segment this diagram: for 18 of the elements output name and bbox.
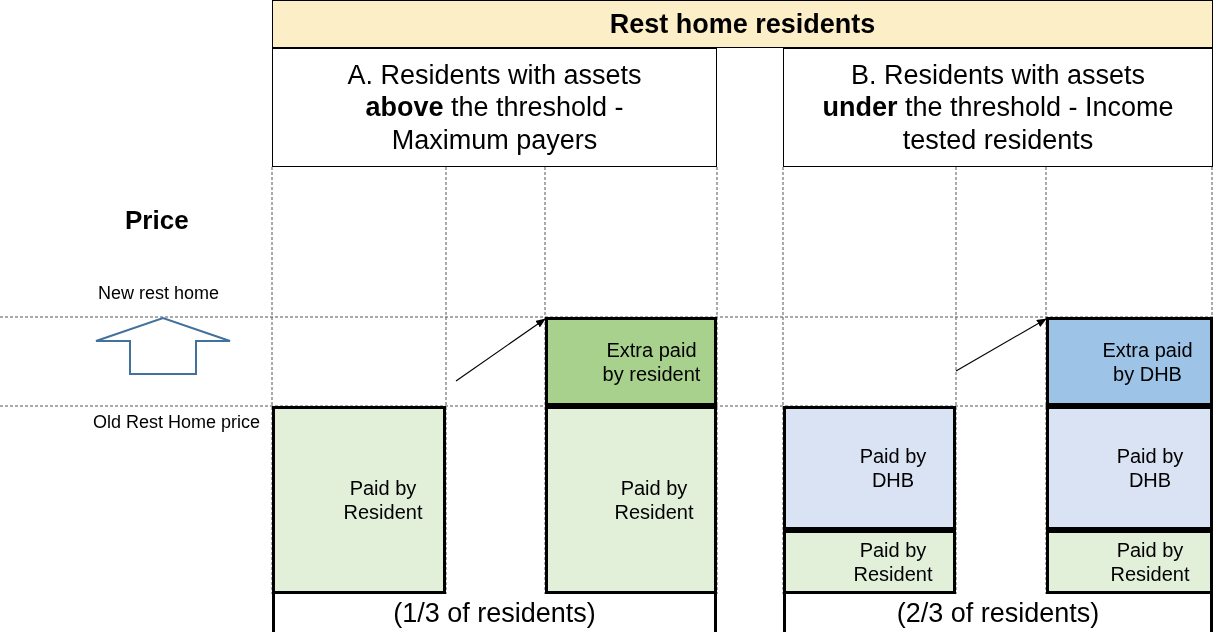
bar-segment: Paid by Resident (783, 530, 956, 594)
bar-segment: Paid by DHB (783, 406, 956, 530)
group-header: A. Residents with assets above the threshold - Maximum payers (272, 48, 717, 167)
group-header: B. Residents with assets under the threshold - Income tested residents (783, 48, 1213, 167)
bar-segment: Extra paid by resident (545, 317, 717, 406)
arrow (955, 318, 1047, 372)
header-band: Rest home residents (272, 0, 1213, 48)
bar-segment: Paid by DHB (1046, 406, 1213, 530)
bar-segment: Paid by Resident (1046, 530, 1213, 594)
axis-label: Old Rest Home price (91, 412, 260, 433)
axis-title: Price (125, 205, 189, 236)
group-footer: (2/3 of residents) (783, 594, 1213, 632)
arrow (455, 318, 546, 382)
bar-segment: Paid by Resident (545, 406, 717, 594)
axis-label: New rest home (98, 283, 220, 304)
group-footer: (1/3 of residents) (272, 594, 717, 632)
bar-segment: Extra paid by DHB (1046, 317, 1213, 406)
bar-segment: Paid by Resident (272, 406, 446, 594)
